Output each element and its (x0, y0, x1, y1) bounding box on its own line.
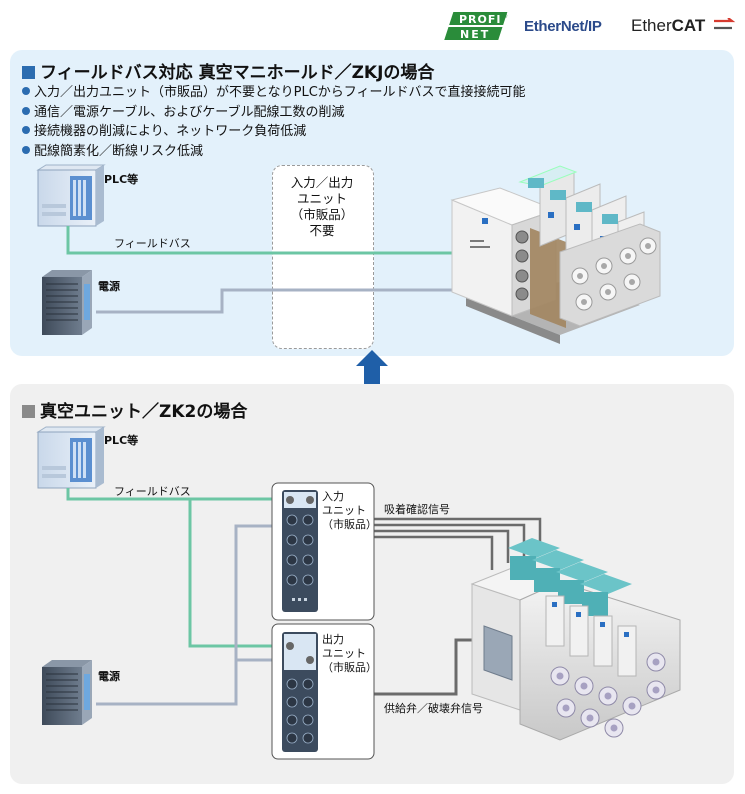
fieldbus-label: フィールドバス (114, 237, 191, 250)
plc-icon (36, 164, 106, 227)
power-supply-icon (42, 270, 92, 335)
ethercat-logo: EtherCAT (631, 16, 736, 36)
bullet-icon (22, 126, 30, 134)
zkj-benefit-list: 入力／出力ユニット（市販品）が不要となりPLCからフィールドバスで直接接続可能 … (22, 83, 526, 161)
profinet-logo: PROFI NET ® (440, 10, 508, 44)
profinet-logo-line-2: NET (460, 28, 490, 41)
zkj-title: フィールドバス対応 真空マニホールド／ZKJの場合 (22, 58, 434, 83)
power-label: 電源 (98, 280, 120, 293)
zkj-manifold-image (450, 165, 661, 344)
input-unit-image (282, 490, 318, 612)
title-square-icon (22, 405, 35, 418)
ethernet-ip-logo: EtherNet/IP (524, 18, 602, 35)
adsorption-signal-label: 吸着確認信号 (384, 503, 450, 516)
plc-icon-bottom (36, 426, 106, 489)
benefit-item: 接続機器の削減により、ネットワーク負荷低減 (22, 122, 526, 142)
io-unit-not-required-label: 入力／出力 ユニット （市販品） 不要 (290, 175, 354, 238)
profinet-logo-line-1: PROFI (459, 13, 502, 26)
benefit-item: 入力／出力ユニット（市販品）が不要となりPLCからフィールドバスで直接接続可能 (22, 83, 526, 103)
ethercat-logo-prefix: Ether (631, 16, 672, 35)
fieldbus-label-bottom: フィールドバス (114, 485, 191, 498)
input-unit-label: 入力 ユニット （市販品） (322, 490, 377, 531)
zk2-title: 真空ユニット／ZK2の場合 (22, 397, 247, 422)
ethercat-logo-suffix: CAT (671, 16, 706, 35)
valve-signal-label: 供給弁／破壊弁信号 (384, 702, 483, 715)
ethercat-arrow-icon (714, 17, 736, 30)
output-unit-image (282, 632, 318, 752)
zk2-manifold-image (470, 538, 681, 741)
upgrade-arrow-icon (356, 350, 388, 384)
plc-label: PLC等 (104, 173, 139, 186)
output-unit-label: 出力 ユニット （市販品） (322, 633, 377, 674)
bullet-icon (22, 106, 30, 115)
bullet-icon (22, 145, 30, 154)
power-label-bottom: 電源 (98, 670, 120, 683)
io-unit-not-required-box (272, 165, 374, 349)
power-supply-icon-bottom (42, 660, 92, 725)
benefit-item: 通信／電源ケーブル、およびケーブル配線工数の削減 (22, 103, 526, 123)
plc-label-bottom: PLC等 (104, 434, 139, 447)
title-square-icon (22, 66, 35, 79)
benefit-item: 配線簡素化／断線リスク低減 (22, 142, 526, 162)
bullet-icon (22, 87, 30, 95)
profinet-registered-mark: ® (502, 13, 508, 20)
